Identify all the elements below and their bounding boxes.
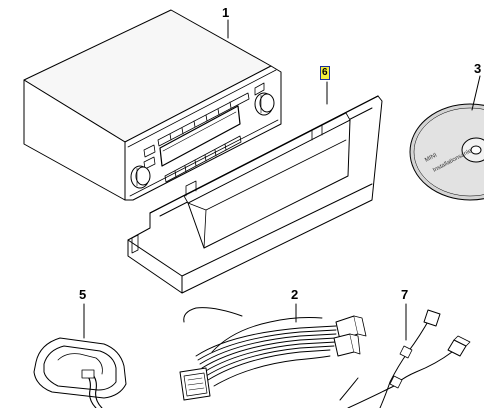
cable-plug-top [423, 309, 441, 327]
wiring-harness[interactable] [179, 307, 367, 401]
part-number-3[interactable]: 3 [474, 61, 482, 76]
radio-preset-buttons [157, 92, 250, 183]
part-number-6-highlight[interactable]: 6 [320, 66, 330, 80]
cd-label-line-1: MINI [424, 152, 438, 163]
part-number-1[interactable]: 1 [222, 5, 230, 20]
mounting-frame[interactable] [127, 95, 383, 294]
radio-right-knob[interactable] [254, 92, 275, 116]
antenna-cable[interactable] [339, 309, 471, 408]
part-number-5[interactable]: 5 [79, 287, 87, 302]
installation-cd[interactable]: MINI Installationsanle [409, 103, 484, 201]
harness-wire-bundle [195, 317, 337, 387]
radio-unit[interactable] [23, 9, 282, 201]
part-number-7[interactable]: 7 [401, 287, 409, 302]
radio-left-knob[interactable] [130, 165, 151, 189]
leader-line-3 [471, 75, 481, 111]
antenna-module[interactable] [33, 337, 127, 408]
part-number-2[interactable]: 2 [291, 287, 299, 302]
cable-plug-right [447, 339, 467, 357]
radio-display [159, 105, 241, 167]
